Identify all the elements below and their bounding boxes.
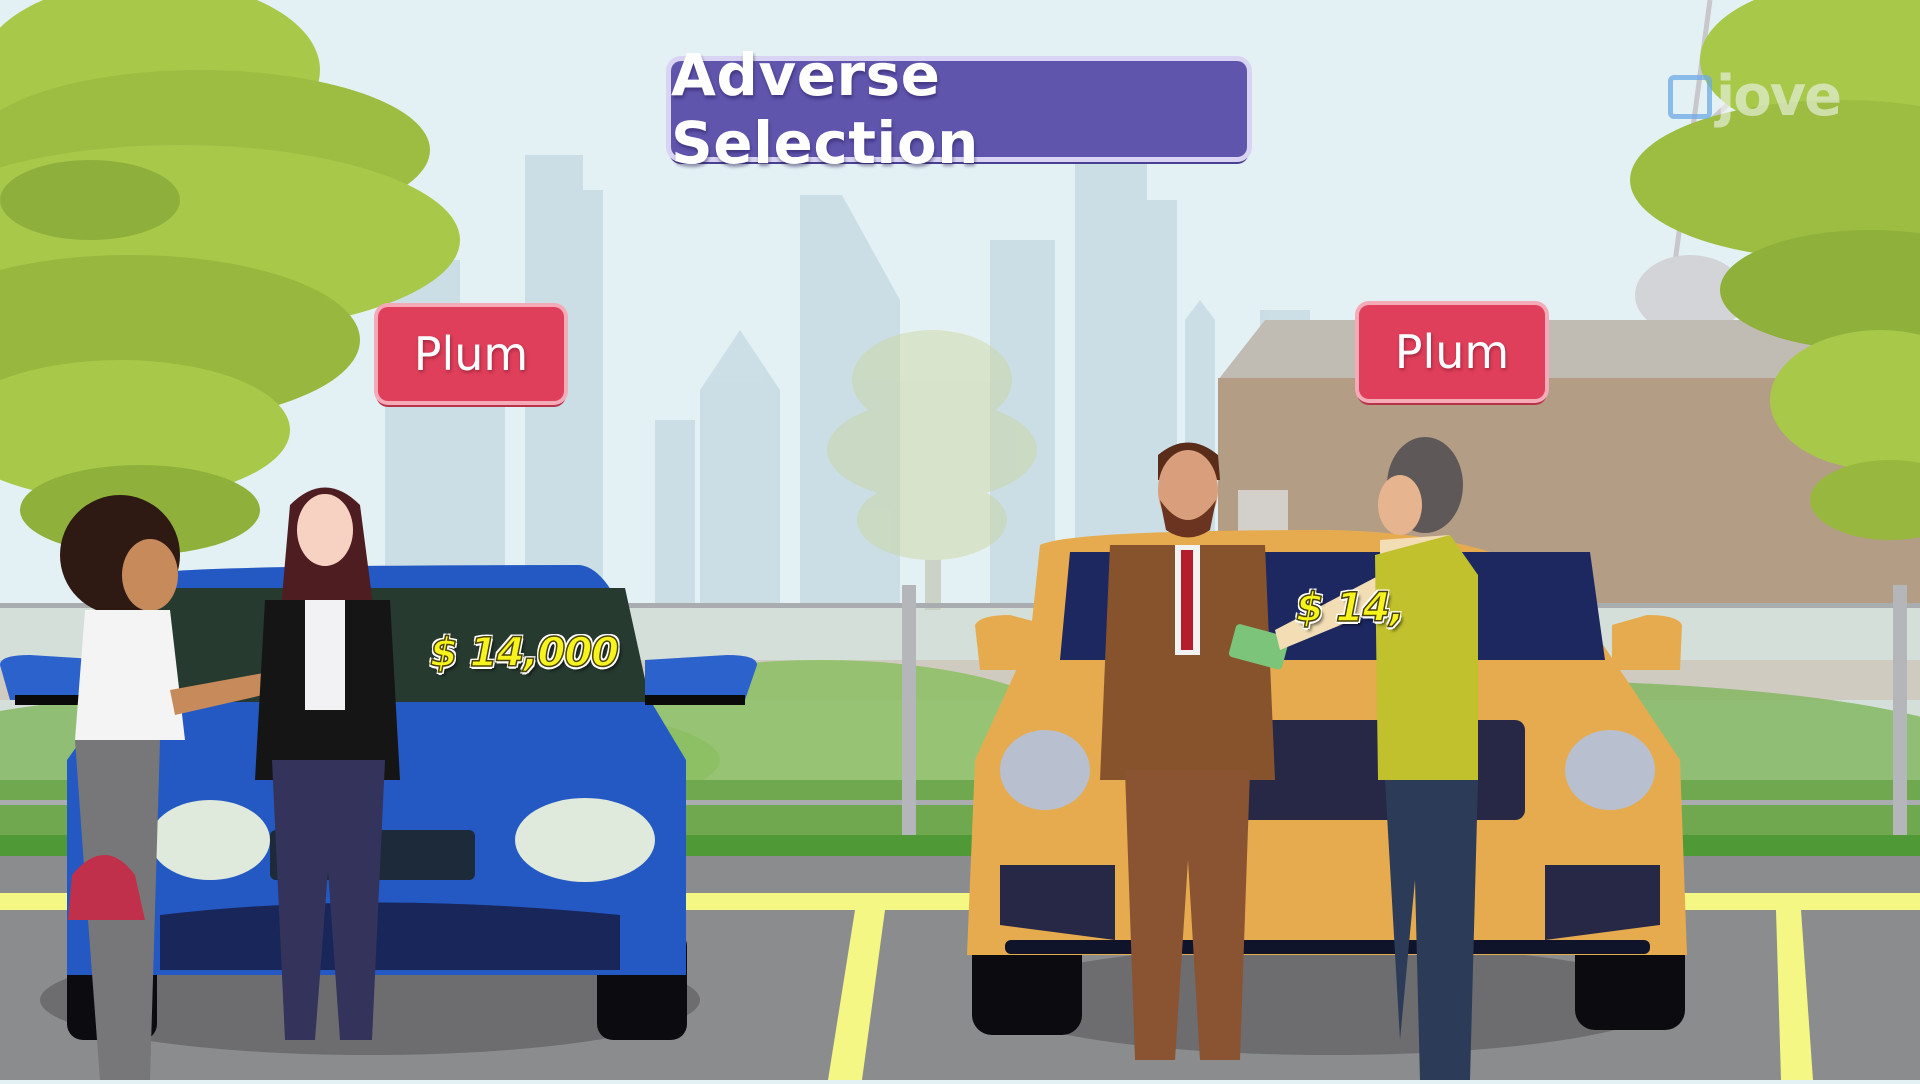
right-car-price-sticker: $ 14, <box>1295 584 1405 632</box>
parking-line-vertical <box>828 910 885 1080</box>
person-seller-right <box>1100 442 1290 1060</box>
fence-post <box>902 585 916 840</box>
left-car-label-plum: Plum <box>378 307 564 401</box>
city-skyline <box>385 155 1310 605</box>
handbag <box>68 855 145 920</box>
tree-right <box>1630 0 1920 540</box>
person-seller-left <box>255 487 400 1040</box>
page-title: Adverse Selection <box>671 41 1247 177</box>
tree-middle <box>827 330 1037 610</box>
logo-square-icon <box>1668 75 1712 119</box>
right-car-label-plum: Plum <box>1359 305 1545 399</box>
left-car-price-sticker: $ 14,000 <box>429 629 620 677</box>
cash-bills-right <box>1228 624 1290 670</box>
tree-left <box>0 0 460 570</box>
person-buyer-left <box>60 495 333 1080</box>
fence-post <box>1893 585 1907 840</box>
parking-line-vertical <box>1776 910 1813 1080</box>
jove-watermark-logo: jove <box>1668 64 1842 129</box>
person-buyer-right <box>1275 437 1478 1080</box>
